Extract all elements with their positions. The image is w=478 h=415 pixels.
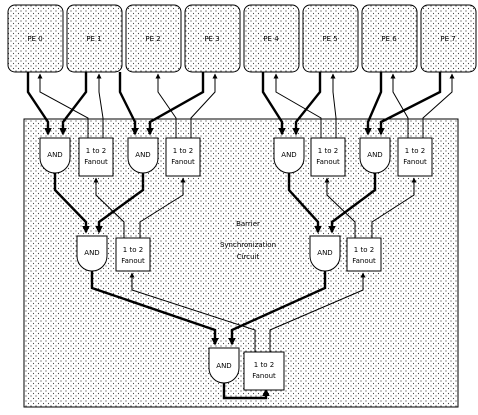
wire-and1b-and2a (95, 170, 145, 234)
wire-fanout2a-fanout1a (93, 177, 125, 240)
fanout-box-l2-a: 1 to 2 Fanout (115, 237, 151, 272)
fanout-label-line-1: 1 to 2 (254, 361, 274, 369)
wire-fanout2b-fanout1c (324, 177, 356, 240)
fanout-boxes: 1 to 2 Fanout 1 to 2 Fanout 1 to 2 Fanou… (78, 137, 433, 391)
pe-0-node: PE 0 (7, 4, 64, 73)
pe-7-label: PE 7 (440, 35, 455, 43)
wire-fanout1b-pe2 (155, 73, 177, 138)
fanout-label-line-1: 1 to 2 (173, 147, 193, 155)
and-gate-label: AND (47, 151, 62, 159)
circuit-title-line-2: Synchronization (220, 241, 276, 249)
and-gate-label: AND (317, 249, 332, 257)
fanout-box-l2-b: 1 to 2 Fanout (346, 237, 382, 272)
pe-6-label: PE 6 (381, 35, 397, 43)
circuit-title-line-3: Circuit (237, 253, 260, 261)
wire-and1c-and2b (287, 170, 322, 234)
wire-and1a-and2a (53, 170, 90, 234)
pe-5-label: PE 5 (322, 35, 337, 43)
fanout-box-l1-a: 1 to 2 Fanout (78, 137, 114, 177)
and-gate-l1-c: AND (273, 137, 305, 174)
fanout-label-line-2: Fanout (171, 158, 195, 166)
release-wires (37, 73, 455, 352)
wire-fanout2b-fanout1d (371, 177, 417, 240)
wire-fanout1d-pe6 (390, 73, 409, 138)
wire-pe7-and1d (377, 72, 442, 136)
wire-fanout3-fanout2b (269, 272, 366, 352)
pe-3-label: PE 3 (204, 35, 219, 43)
wire-and2a-and3 (90, 268, 219, 346)
pe-5-node: PE 5 (302, 4, 359, 73)
request-wires (26, 72, 442, 400)
wire-fanout1a-pe0 (37, 73, 89, 138)
fanout-label-line-1: 1 to 2 (354, 246, 374, 254)
and-gate-label: AND (135, 151, 150, 159)
and-gate-label: AND (281, 151, 296, 159)
fanout-box-l1-b: 1 to 2 Fanout (165, 137, 201, 177)
wire-fanout1c-pe4 (273, 73, 322, 138)
fanout-label-line-1: 1 to 2 (318, 147, 338, 155)
wire-fanout1b-pe3 (190, 73, 218, 138)
wire-pe6-and1d (364, 72, 383, 136)
fanout-box-l1-c: 1 to 2 Fanout (310, 137, 346, 177)
and-gate-l2-a: AND (76, 235, 108, 272)
fanout-label-line-2: Fanout (252, 372, 276, 380)
pe-row: PE 0 PE 1 PE 2 PE 3 PE 4 PE 5 PE 6 PE 7 (7, 4, 477, 73)
fanout-label-line-1: 1 to 2 (123, 246, 143, 254)
pe-7-node: PE 7 (420, 4, 477, 73)
wire-pe3-and1b (146, 72, 205, 136)
wire-pe0-and1a (26, 72, 52, 136)
and-gate-label: AND (216, 362, 231, 370)
fanout-label-line-2: Fanout (121, 257, 145, 265)
fanout-label-line-1: 1 to 2 (405, 147, 425, 155)
fanout-label-line-2: Fanout (352, 257, 376, 265)
wire-fanout3-fanout2a (129, 272, 256, 352)
pe-4-node: PE 4 (243, 4, 300, 73)
and-gate-l1-b: AND (127, 137, 159, 174)
pe-1-node: PE 1 (66, 4, 123, 73)
and-gates: AND AND AND AND AND AND AND (39, 137, 391, 384)
fanout-box-root: 1 to 2 Fanout (243, 351, 285, 391)
fanout-label-line-2: Fanout (84, 158, 108, 166)
and-gate-l2-b: AND (309, 235, 341, 272)
pe-4-label: PE 4 (263, 35, 279, 43)
circuit-title-line-1: Barrier (236, 220, 260, 228)
and-gate-root: AND (208, 347, 240, 384)
pe-2-node: PE 2 (125, 4, 182, 73)
wire-fanout1a-pe1 (96, 73, 104, 138)
pe-1-label: PE 1 (86, 35, 101, 43)
wire-fanout1d-pe7 (422, 73, 455, 138)
wire-pe1-and1a (59, 72, 88, 136)
and-gate-label: AND (84, 249, 99, 257)
pe-3-node: PE 3 (184, 4, 241, 73)
and-gate-l1-d: AND (359, 137, 391, 174)
fanout-label-line-2: Fanout (316, 158, 340, 166)
wire-and3-fanout3 (222, 380, 270, 400)
pe-0-label: PE 0 (27, 35, 42, 43)
wire-pe4-and1c (261, 72, 286, 136)
pe-6-node: PE 6 (361, 4, 418, 73)
fanout-box-l1-d: 1 to 2 Fanout (397, 137, 433, 177)
wire-and2b-and3 (228, 268, 327, 346)
wire-pe2-and1b (118, 72, 139, 136)
pe-2-label: PE 2 (145, 35, 160, 43)
and-gate-l1-a: AND (39, 137, 71, 174)
fanout-label-line-1: 1 to 2 (86, 147, 106, 155)
wire-and1d-and2b (328, 170, 377, 234)
circuit-title: Barrier Synchronization Circuit (220, 220, 276, 261)
wire-pe5-and1c (292, 72, 322, 136)
and-gate-label: AND (367, 151, 382, 159)
fanout-label-line-2: Fanout (403, 158, 427, 166)
wire-fanout2a-fanout1b (139, 177, 186, 240)
wire-fanout1c-pe5 (330, 73, 337, 138)
